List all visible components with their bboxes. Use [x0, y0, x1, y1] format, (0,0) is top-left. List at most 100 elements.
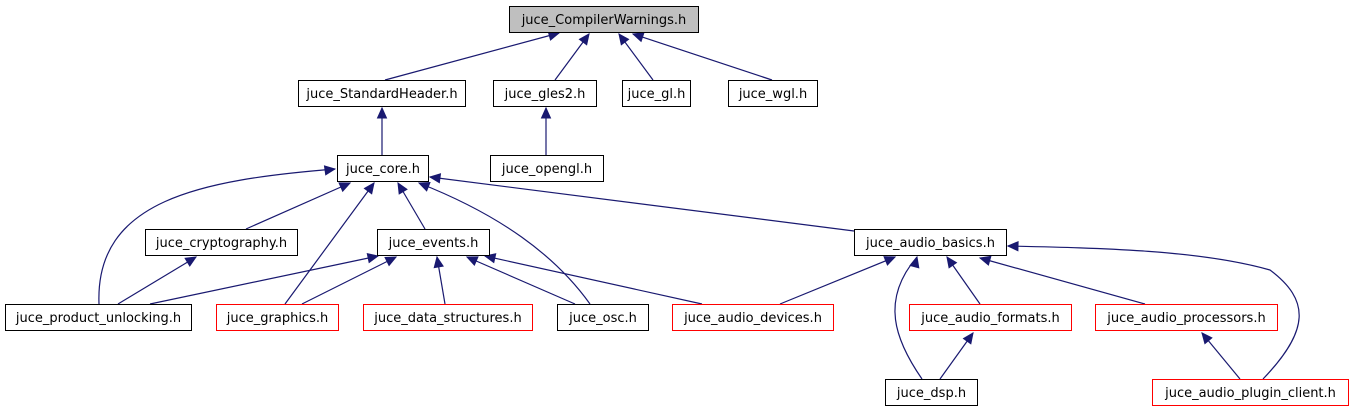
edge-dsp-to-abasics: [894, 255, 923, 380]
edge-line: [149, 255, 379, 305]
node-label: juce_audio_processors.h: [1106, 311, 1265, 326]
edge-adevices-to-abasics: [779, 256, 897, 305]
edge-line: [894, 256, 923, 380]
node-aproc[interactable]: juce_audio_processors.h: [1095, 304, 1278, 331]
arrowhead-icon: [1006, 240, 1019, 252]
edge-dsp-to-aformats: [939, 332, 974, 380]
edge-line: [779, 256, 896, 305]
node-box: [557, 304, 649, 331]
edge-core-to-std: [376, 106, 388, 155]
node-events[interactable]: juce_events.h: [377, 229, 490, 256]
arrowhead-icon: [978, 255, 992, 266]
edge-line: [117, 256, 197, 305]
node-core[interactable]: juce_core.h: [337, 155, 429, 182]
arrowhead-icon: [578, 33, 590, 46]
node-datastruct[interactable]: juce_data_structures.h: [363, 304, 533, 331]
arrowhead-icon: [366, 253, 380, 264]
edge-line: [245, 182, 351, 230]
node-box: [622, 80, 691, 107]
node-label: juce_core.h: [345, 162, 420, 177]
node-label: juce_opengl.h: [501, 162, 592, 177]
arrowhead-icon: [338, 182, 352, 193]
node-cw: juce_CompilerWarnings.h: [509, 6, 699, 33]
node-dsp[interactable]: juce_dsp.h: [885, 379, 978, 406]
edge-aformats-to-abasics: [946, 256, 981, 305]
node-crypto[interactable]: juce_cryptography.h: [145, 229, 298, 256]
node-label: juce_gl.h: [627, 87, 686, 102]
node-label: juce_audio_formats.h: [920, 311, 1060, 326]
arrowhead-icon: [631, 32, 645, 43]
node-opengl[interactable]: juce_opengl.h: [490, 155, 604, 182]
node-label: juce_osc.h: [568, 311, 637, 326]
arrowhead-icon: [433, 255, 444, 269]
edge-plugin-to-abasics: [1006, 240, 1300, 380]
node-label: juce_audio_basics.h: [865, 236, 995, 251]
node-box: [337, 155, 429, 182]
node-box: [728, 80, 818, 107]
node-box: [363, 304, 533, 331]
node-label: juce_dsp.h: [896, 386, 966, 401]
node-aformats[interactable]: juce_audio_formats.h: [909, 304, 1072, 331]
edge-std-to-cw: [384, 30, 561, 81]
arrowhead-icon: [946, 256, 958, 269]
edge-unlock-to-crypto: [117, 256, 198, 305]
arrowhead-icon: [540, 106, 552, 119]
edge-line: [429, 176, 855, 232]
edge-line: [284, 182, 375, 305]
arrowhead-icon: [323, 165, 337, 176]
node-label: juce_data_structures.h: [373, 311, 521, 326]
edge-line: [418, 182, 591, 305]
edge-osc-to-core: [417, 181, 591, 305]
arrowhead-icon: [184, 256, 198, 267]
node-std[interactable]: juce_StandardHeader.h: [298, 80, 466, 107]
edge-unlock-to-events: [149, 253, 380, 305]
edge-line: [1007, 245, 1300, 380]
edge-datastruct-to-events: [433, 255, 446, 305]
arrowhead-icon: [883, 256, 897, 266]
edge-opengl-to-gles2: [540, 106, 552, 155]
node-box: [1095, 304, 1278, 331]
arrowhead-icon: [417, 181, 431, 192]
node-label: juce_audio_plugin_client.h: [1164, 386, 1336, 401]
node-box: [145, 229, 298, 256]
node-wgl[interactable]: juce_wgl.h: [728, 80, 818, 107]
node-box: [909, 304, 1072, 331]
arrowhead-icon: [376, 106, 388, 119]
node-box: [885, 379, 978, 406]
edge-plugin-to-aproc: [1201, 332, 1241, 380]
nodes-layer: juce_CompilerWarnings.h juce_StandardHead…: [5, 6, 1349, 406]
node-label: juce_gles2.h: [504, 87, 586, 102]
node-plugin[interactable]: juce_audio_plugin_client.h: [1152, 379, 1349, 406]
node-gles2[interactable]: juce_gles2.h: [493, 80, 597, 107]
edge-graphics-to-core: [284, 182, 375, 305]
edge-abasics-to-core: [428, 173, 855, 232]
node-unlock[interactable]: juce_product_unlocking.h: [5, 304, 192, 331]
node-label: juce_cryptography.h: [155, 236, 287, 251]
node-box: [216, 304, 339, 331]
node-box: [5, 304, 192, 331]
node-box: [509, 6, 699, 33]
edge-line: [301, 256, 397, 305]
node-graphics[interactable]: juce_graphics.h: [216, 304, 339, 331]
node-adevices[interactable]: juce_audio_devices.h: [672, 304, 834, 331]
edge-aproc-to-abasics: [978, 255, 1146, 305]
arrowhead-icon: [465, 256, 479, 267]
node-box: [490, 155, 604, 182]
node-label: juce_StandardHeader.h: [305, 87, 457, 102]
edge-line: [466, 256, 576, 305]
edge-osc-to-events: [465, 256, 576, 305]
node-osc[interactable]: juce_osc.h: [557, 304, 649, 331]
arrowhead-icon: [363, 182, 375, 195]
edge-graphics-to-events: [301, 256, 398, 305]
node-gl[interactable]: juce_gl.h: [622, 80, 691, 107]
edge-line: [632, 33, 773, 81]
edge-unlock-to-core: [98, 165, 337, 305]
node-box: [377, 229, 490, 256]
node-abasics[interactable]: juce_audio_basics.h: [854, 229, 1007, 256]
edge-wgl-to-cw: [631, 32, 773, 81]
arrowhead-icon: [909, 255, 920, 269]
node-label: juce_product_unlocking.h: [15, 311, 181, 326]
node-box: [493, 80, 597, 107]
edge-gles2-to-cw: [554, 33, 590, 81]
